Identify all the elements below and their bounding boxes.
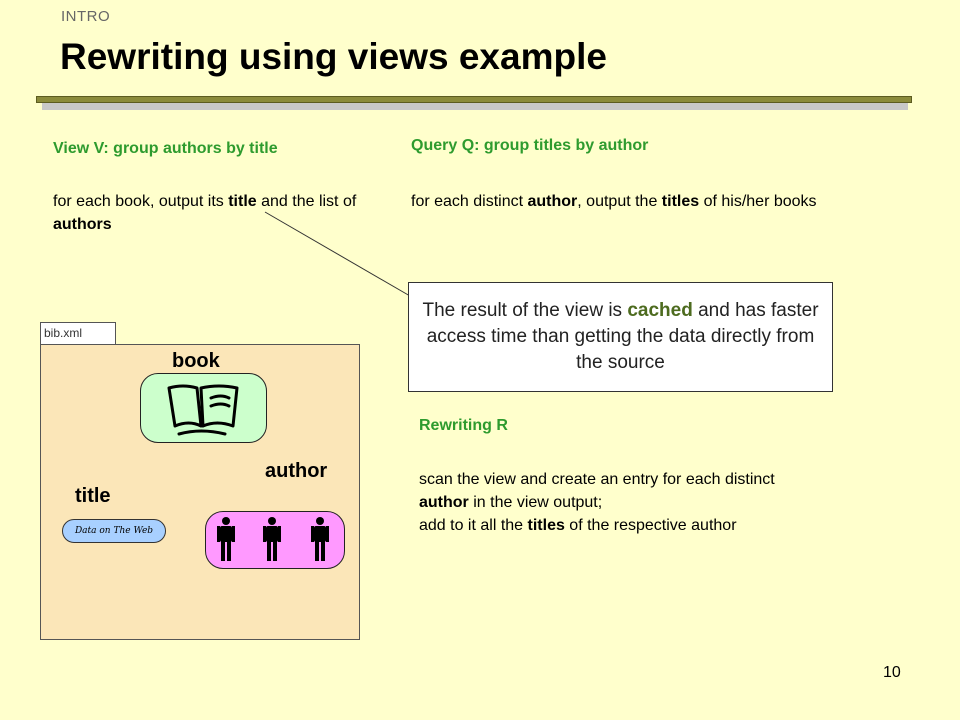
- rewriting-line-3-prefix: add to it all the: [419, 517, 528, 534]
- file-tab: bib.xml: [40, 322, 116, 344]
- person-icon: [217, 517, 235, 561]
- callout-text-2: and has faster access time than getting …: [426, 300, 819, 373]
- author-icons: [217, 517, 329, 561]
- rewriting-bold-titles: titles: [527, 517, 565, 534]
- view-heading: View V: group authors by title: [53, 140, 278, 157]
- callout-text-1: The result of the view is: [422, 300, 628, 321]
- query-heading: Query Q: group titles by author: [411, 137, 649, 154]
- rewriting-heading: Rewriting R: [419, 417, 508, 434]
- title-bar-shadow: [42, 103, 908, 110]
- rewriting-description: scan the view and create an entry for ea…: [419, 468, 919, 537]
- query-bold-titles: titles: [661, 193, 700, 210]
- query-text-3: of his/her books: [699, 193, 817, 210]
- callout-bold-cached: cached: [627, 300, 693, 321]
- callout-connector-line: [264, 211, 411, 297]
- title-underline-bar: [36, 96, 912, 103]
- person-icon: [311, 517, 329, 561]
- query-text-1: for each distinct: [411, 193, 528, 210]
- book-node: [140, 373, 267, 443]
- title-label: title: [75, 485, 111, 507]
- rewriting-line-2: author in the view output;: [419, 491, 919, 514]
- rewriting-line-3: add to it all the titles of the respecti…: [419, 514, 919, 537]
- title-node: Data on The Web: [62, 519, 166, 543]
- section-label: INTRO: [61, 8, 111, 25]
- cache-callout-box: The result of the view is cached and has…: [408, 282, 833, 392]
- book-label: book: [172, 350, 220, 372]
- rewriting-line-2-text: in the view output;: [468, 494, 603, 511]
- author-label: author: [265, 460, 328, 482]
- query-bold-author: author: [527, 193, 578, 210]
- authors-node: [205, 511, 345, 569]
- book-icon: [167, 384, 239, 436]
- view-description: for each book, output its title and the …: [53, 190, 393, 236]
- slide-title: Rewriting using views example: [60, 36, 607, 77]
- rewriting-line-1: scan the view and create an entry for ea…: [419, 471, 775, 488]
- view-bold-authors: authors: [53, 216, 112, 233]
- person-icon: [263, 517, 281, 561]
- page-number: 10: [883, 664, 901, 681]
- rewriting-bold-author: author: [419, 494, 469, 511]
- rewriting-line-3-suffix: of the respective author: [564, 517, 737, 534]
- query-text-2: , output the: [577, 193, 662, 210]
- view-bold-title: title: [228, 193, 257, 210]
- query-description: for each distinct author, output the tit…: [411, 190, 841, 213]
- cache-callout-text: The result of the view is cached and has…: [421, 298, 820, 376]
- view-text-2: and the list of: [256, 193, 357, 210]
- view-text-1: for each book, output its: [53, 193, 229, 210]
